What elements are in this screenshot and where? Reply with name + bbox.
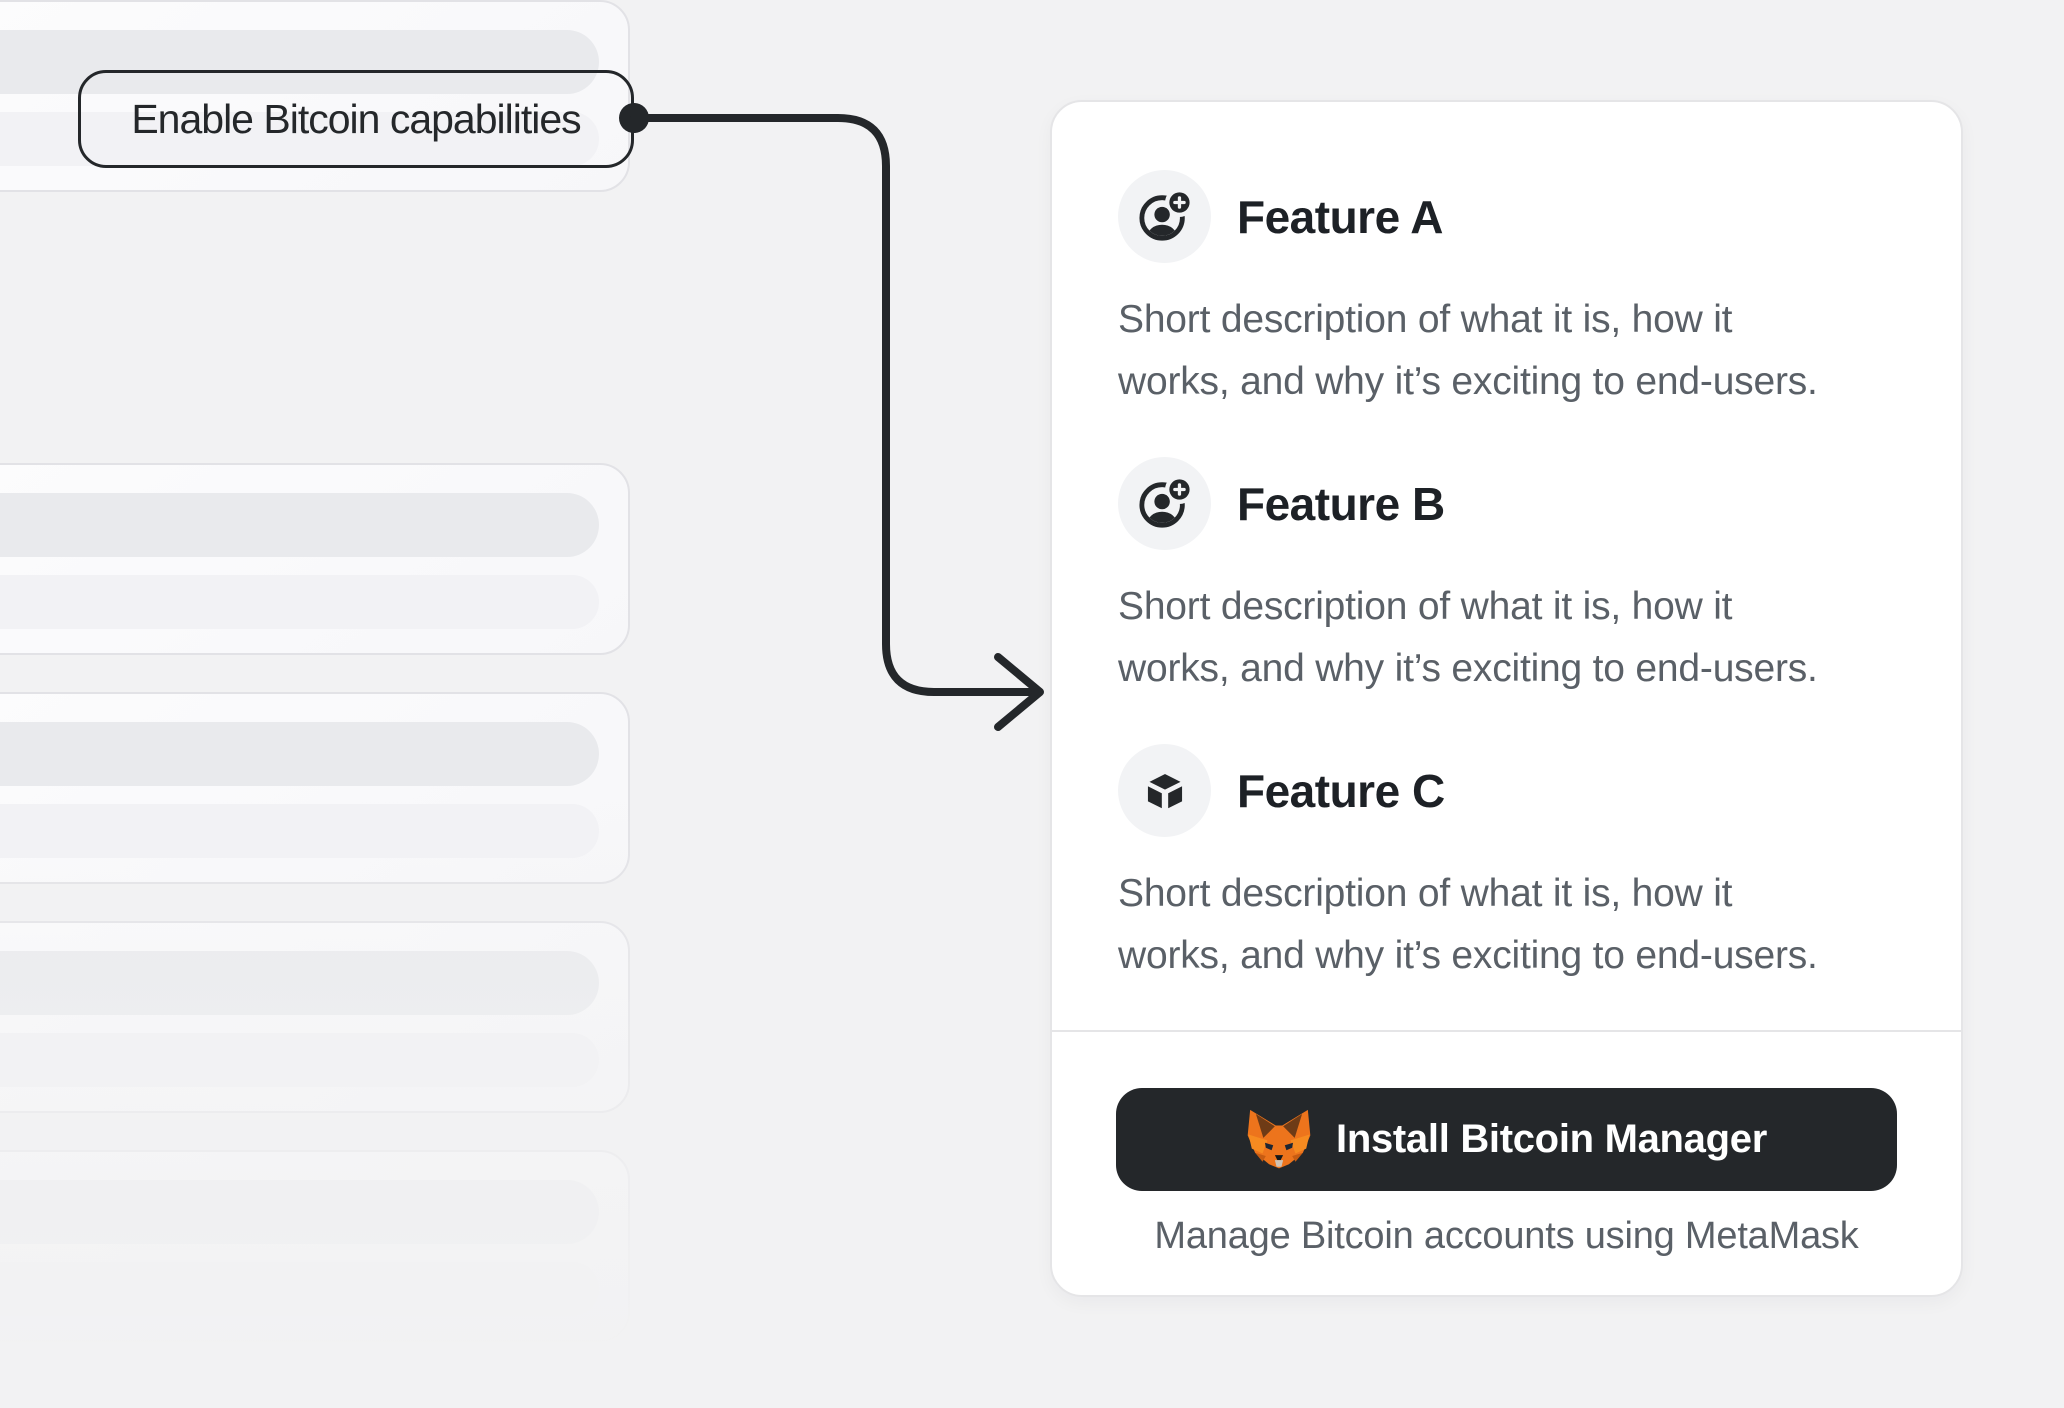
feature-description: Short description of what it is, how it … bbox=[1118, 863, 1921, 987]
feature-description-line: works, and why it’s exciting to end-user… bbox=[1118, 360, 1818, 403]
skeleton-row bbox=[0, 493, 599, 557]
feature-title: Feature B bbox=[1237, 477, 1445, 530]
feature-block-c: Feature C Short description of what it i… bbox=[1118, 744, 1921, 987]
feature-title: Feature C bbox=[1237, 764, 1445, 817]
user-add-icon bbox=[1138, 189, 1192, 241]
user-add-icon bbox=[1138, 476, 1192, 528]
feature-title: Feature A bbox=[1237, 190, 1443, 243]
install-bitcoin-manager-button[interactable]: Install Bitcoin Manager bbox=[1116, 1088, 1897, 1191]
skeleton-row bbox=[0, 1180, 599, 1244]
skeleton-row bbox=[0, 575, 599, 629]
feature-description-line: Short description of what it is, how it bbox=[1118, 298, 1733, 341]
skeleton-card bbox=[0, 463, 630, 655]
skeleton-card bbox=[0, 1150, 630, 1342]
feature-description-line: Short description of what it is, how it bbox=[1118, 585, 1733, 628]
install-caption: Manage Bitcoin accounts using MetaMask bbox=[1154, 1215, 1859, 1257]
feature-head: Feature B bbox=[1118, 457, 1921, 550]
callout-label-text: Enable Bitcoin capabilities bbox=[131, 95, 581, 142]
skeleton-card bbox=[0, 692, 630, 884]
skeleton-row bbox=[0, 1262, 599, 1316]
feature-description: Short description of what it is, how it … bbox=[1118, 576, 1921, 700]
feature-description-line: works, and why it’s exciting to end-user… bbox=[1118, 934, 1818, 977]
card-footer: Install Bitcoin Manager Manage Bitcoin a… bbox=[1052, 1030, 1961, 1295]
features-section: Feature A Short description of what it i… bbox=[1052, 102, 1961, 987]
feature-description-line: works, and why it’s exciting to end-user… bbox=[1118, 647, 1818, 690]
icon-circle bbox=[1118, 457, 1211, 550]
icon-circle bbox=[1118, 170, 1211, 263]
skeleton-row bbox=[0, 951, 599, 1015]
feature-head: Feature C bbox=[1118, 744, 1921, 837]
feature-description: Short description of what it is, how it … bbox=[1118, 289, 1921, 413]
metamask-fox-icon bbox=[1247, 1109, 1311, 1169]
icon-circle bbox=[1118, 744, 1211, 837]
callout-label: Enable Bitcoin capabilities bbox=[78, 70, 634, 168]
skeleton-row bbox=[0, 722, 599, 786]
skeleton-row bbox=[0, 1033, 599, 1087]
feature-head: Feature A bbox=[1118, 170, 1921, 263]
feature-block-b: Feature B Short description of what it i… bbox=[1118, 457, 1921, 700]
skeleton-card bbox=[0, 921, 630, 1113]
install-button-label: Install Bitcoin Manager bbox=[1336, 1117, 1767, 1161]
feature-card: Feature A Short description of what it i… bbox=[1050, 100, 1963, 1297]
skeleton-row bbox=[0, 804, 599, 858]
cube-icon bbox=[1144, 770, 1185, 812]
feature-description-line: Short description of what it is, how it bbox=[1118, 872, 1733, 915]
feature-block-a: Feature A Short description of what it i… bbox=[1118, 170, 1921, 413]
